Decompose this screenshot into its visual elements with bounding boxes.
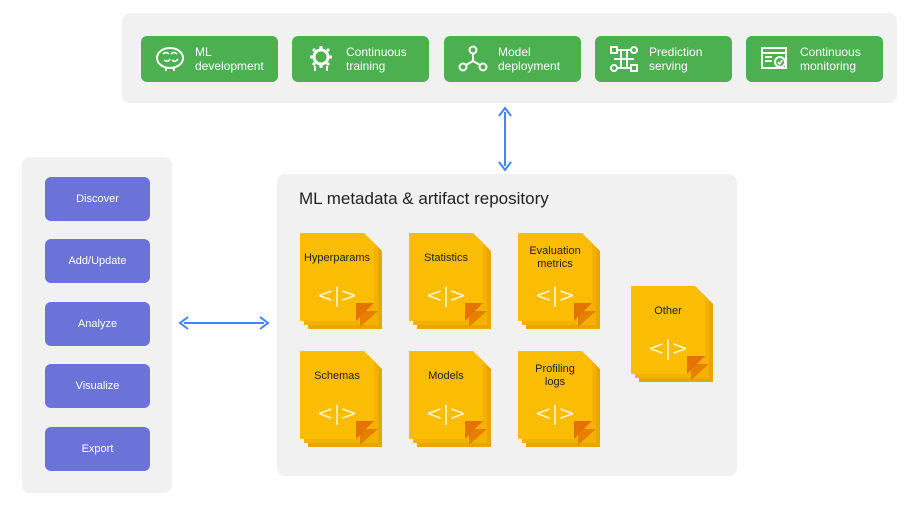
analyze-button[interactable]: Analyze: [45, 302, 150, 346]
artifact-label-line2: metrics: [537, 258, 573, 270]
code-brackets-icon: <|>: [534, 401, 576, 425]
export-button[interactable]: Export: [45, 427, 150, 471]
artifact-label-line1: Profiling: [535, 363, 575, 375]
code-brackets-icon: <|>: [316, 401, 358, 425]
serving-network-icon: [607, 43, 641, 75]
document-stack-icon: [518, 233, 600, 329]
artifact-label-line1: Other: [654, 304, 682, 317]
code-brackets-icon: <|>: [534, 283, 576, 307]
artifact-label-line1: Evaluation: [529, 245, 581, 257]
artifact-label-line2: logs: [544, 376, 566, 388]
document-stack-icon: [300, 233, 382, 329]
document-stack-icon: [409, 233, 491, 329]
vertical-double-arrow: [498, 106, 512, 172]
document-stack-icon: [409, 351, 491, 447]
visualize-button[interactable]: Visualize: [45, 364, 150, 408]
document-stack-icon: [300, 351, 382, 447]
artifact-hyperparams[interactable]: Hyperparams <|>: [300, 233, 390, 331]
gear-training-icon: [304, 43, 338, 75]
add-update-button[interactable]: Add/Update: [45, 239, 150, 283]
code-brackets-icon: <|>: [316, 283, 358, 307]
stage-label-line2: development: [195, 59, 264, 73]
stage-label-line1: Model: [498, 45, 531, 59]
artifact-label-line1: Schemas: [314, 369, 360, 382]
artifact-models[interactable]: Models <|>: [409, 351, 499, 449]
stage-label-line1: Prediction: [649, 45, 703, 59]
artifact-statistics[interactable]: Statistics <|>: [409, 233, 499, 331]
code-brackets-icon: <|>: [647, 336, 689, 360]
document-stack-icon: [631, 286, 713, 382]
deployment-nodes-icon: [456, 43, 490, 75]
artifact-schemas[interactable]: Schemas <|>: [300, 351, 390, 449]
artifact-label-line1: Hyperparams: [303, 251, 371, 264]
document-stack-icon: [518, 351, 600, 447]
stage-label-line1: Continuous: [346, 45, 407, 59]
artifact-label-line1: Statistics: [423, 251, 468, 264]
stage-label-line2: training: [346, 59, 386, 73]
code-brackets-icon: <|>: [425, 283, 467, 307]
stage-label-line2: deployment: [498, 59, 561, 73]
horizontal-double-arrow: [178, 316, 270, 330]
stage-label-line1: ML: [195, 45, 212, 59]
stage-label-line2: serving: [649, 59, 688, 73]
brain-icon: [153, 43, 187, 75]
monitoring-dashboard-icon: [758, 43, 792, 75]
stage-label-line1: Continuous: [800, 45, 861, 59]
discover-button[interactable]: Discover: [45, 177, 150, 221]
code-brackets-icon: <|>: [425, 401, 467, 425]
artifact-other[interactable]: Other <|>: [631, 286, 721, 384]
stage-label-line2: monitoring: [800, 59, 857, 73]
repository-title: ML metadata & artifact repository: [299, 189, 549, 208]
artifact-label-line1: Models: [428, 369, 464, 382]
